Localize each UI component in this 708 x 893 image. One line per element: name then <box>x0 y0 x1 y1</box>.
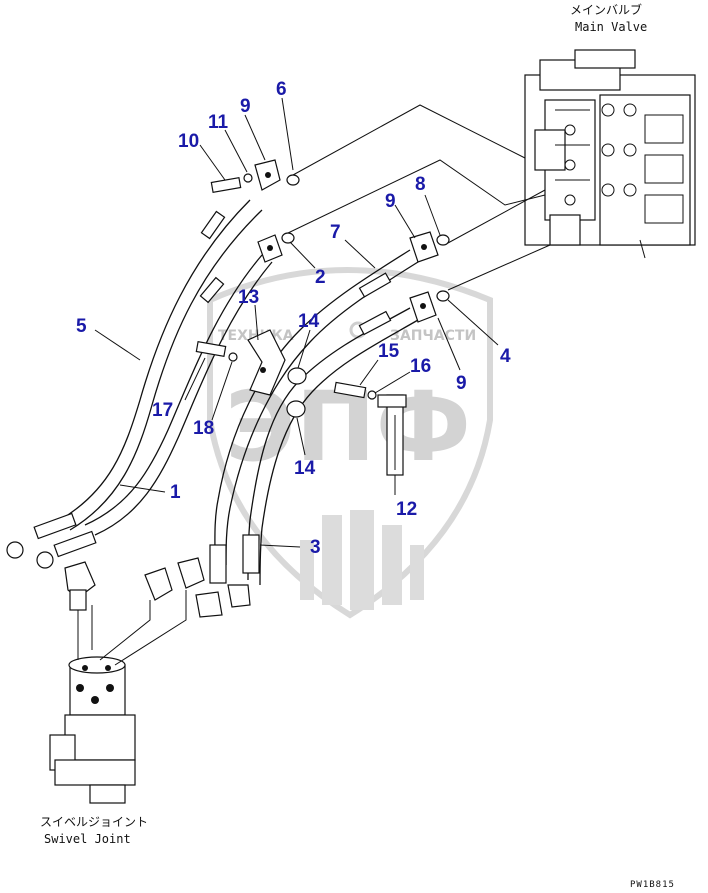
swivel-joint <box>49 656 136 804</box>
callout-12: 12 <box>396 499 417 520</box>
callout-14-bottom: 14 <box>294 458 316 479</box>
callout-8: 8 <box>415 174 426 195</box>
main-valve-en-label: Main Valve <box>575 20 647 34</box>
main-valve-jp-label: メインバルブ <box>570 2 642 17</box>
callout-9-top: 9 <box>240 96 251 117</box>
callouts: 6 9 11 10 8 9 7 2 13 5 14 4 15 16 9 17 1… <box>76 79 511 558</box>
clamp-13 <box>247 329 286 396</box>
callout-9-mid: 9 <box>385 191 396 212</box>
leader-lines <box>94 97 551 548</box>
flange-2 <box>257 234 283 263</box>
callout-5: 5 <box>76 316 87 337</box>
bolt-15 <box>333 381 367 399</box>
washer-16 <box>367 390 377 400</box>
callout-9-lower: 9 <box>456 373 467 394</box>
callout-7: 7 <box>330 222 341 243</box>
bolt-10 <box>210 176 242 194</box>
o-ring-6 <box>286 174 300 186</box>
callout-4: 4 <box>500 346 511 367</box>
callout-15: 15 <box>378 341 400 362</box>
washer-18 <box>228 352 238 362</box>
callout-10: 10 <box>178 131 199 152</box>
fittings <box>64 557 205 666</box>
bracket-12 <box>377 394 407 476</box>
callout-3: 3 <box>310 537 321 558</box>
watermark-right-text: ЗАПЧАСТИ <box>390 328 476 344</box>
hose-3 <box>195 307 419 618</box>
callout-11: 11 <box>208 112 229 133</box>
callout-14-top: 14 <box>298 311 320 332</box>
spacer-14-top <box>287 367 307 385</box>
flange-9-mid <box>409 231 439 263</box>
o-ring-2 <box>281 232 295 244</box>
main-valve <box>524 49 696 259</box>
o-ring-4 <box>436 290 450 302</box>
watermark-buildings <box>300 510 424 610</box>
callout-2: 2 <box>315 267 326 288</box>
washer-11 <box>243 173 253 183</box>
swivel-joint-jp-label: スイベルジョイント <box>40 815 148 829</box>
bolt-17 <box>195 340 227 358</box>
hose-1 <box>6 254 273 569</box>
flange-9-lower <box>409 291 437 323</box>
flange-9-top <box>254 159 281 191</box>
callout-18: 18 <box>193 418 214 439</box>
hose-5 <box>59 199 263 531</box>
swivel-joint-en-label: Swivel Joint <box>44 832 131 846</box>
callout-1: 1 <box>170 482 181 503</box>
o-ring-8 <box>436 234 450 246</box>
callout-16: 16 <box>410 356 431 377</box>
callout-17: 17 <box>152 400 173 421</box>
spacer-14-bottom <box>286 400 306 418</box>
callout-6: 6 <box>276 79 287 100</box>
drawing-code: PW1B815 <box>630 880 675 890</box>
callout-13: 13 <box>238 287 259 308</box>
